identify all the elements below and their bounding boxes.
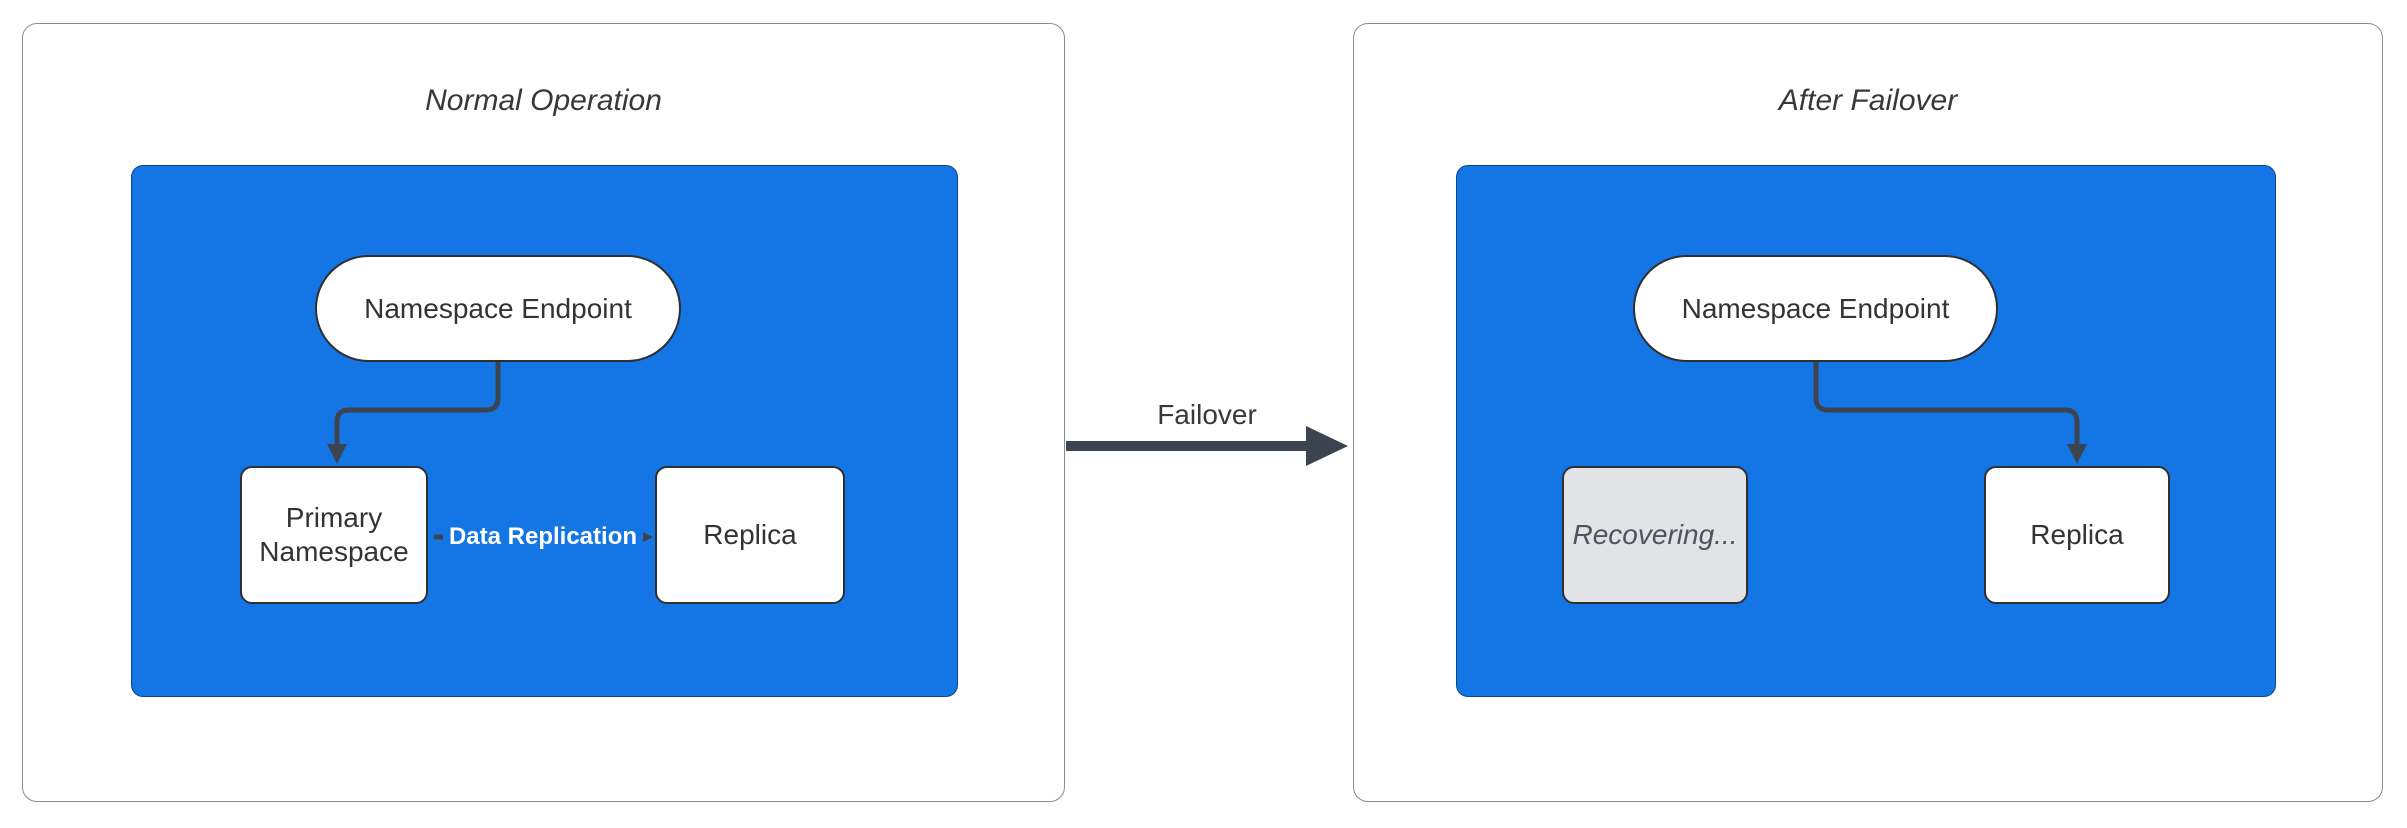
data-replication-label: Data Replication <box>433 520 653 554</box>
primary-namespace-node: Primary Namespace <box>240 466 428 604</box>
normal-operation-namespace-container <box>131 165 958 697</box>
normal-operation-title: Normal Operation <box>425 84 662 117</box>
after-failover-namespace-container <box>1456 165 2276 697</box>
after-failover-title: After Failover <box>1778 84 1958 117</box>
failover-label: Failover <box>1157 399 1257 430</box>
replica-node-left: Replica <box>655 466 845 604</box>
recovering-node: Recovering... <box>1562 466 1748 604</box>
namespace-endpoint-node-left: Namespace Endpoint <box>315 255 681 362</box>
replica-node-right: Replica <box>1984 466 2170 604</box>
failover-arrow <box>1066 426 1348 466</box>
namespace-endpoint-node-right: Namespace Endpoint <box>1633 255 1998 362</box>
